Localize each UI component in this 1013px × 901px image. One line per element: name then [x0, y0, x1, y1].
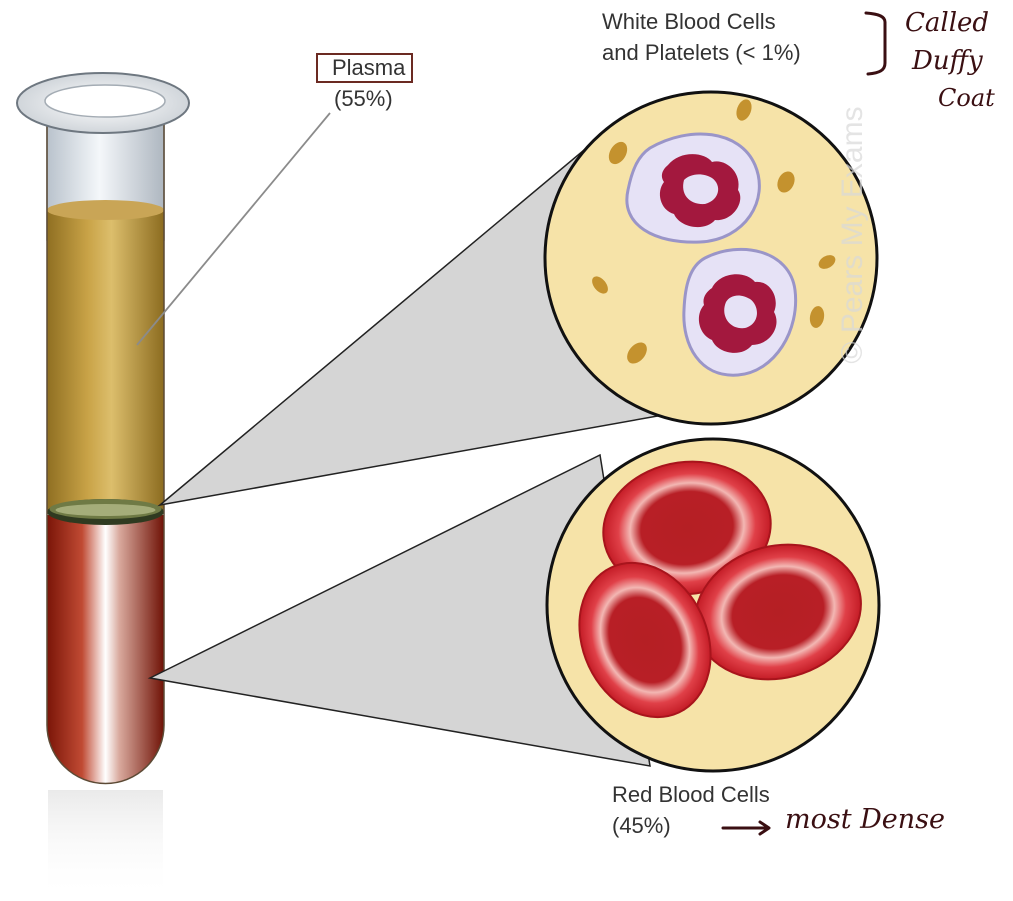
handwritten-most-dense: most Dense — [785, 804, 945, 835]
handwritten-called: Called — [905, 8, 989, 38]
watermark: © Pears My Exams — [836, 106, 869, 363]
rbc-label-line2: (45%) — [612, 810, 770, 841]
tube-rim — [17, 73, 189, 133]
plasma-leader-line — [137, 113, 330, 345]
wbc-label-line1: White Blood Cells — [602, 6, 801, 37]
rbc-label-line1: Red Blood Cells — [612, 779, 770, 810]
rbc-magnified-circle — [547, 439, 879, 771]
buffy-coat-band — [47, 499, 164, 525]
plasma-layer — [47, 200, 164, 510]
handwritten-duffy: Duffy — [912, 46, 983, 76]
rbc-label: Red Blood Cells (45%) — [612, 779, 770, 841]
wbc-label: White Blood Cells and Platelets (< 1%) — [602, 6, 801, 68]
handwritten-coat: Coat — [938, 84, 995, 112]
white-blood-cell — [627, 134, 760, 242]
plasma-title: Plasma — [316, 53, 413, 83]
plasma-label: Plasma (55%) — [316, 52, 413, 114]
wbc-magnified-circle — [545, 92, 877, 424]
plasma-percent: (55%) — [334, 83, 413, 114]
buffy-coat-bracket — [866, 13, 885, 74]
tube-reflection — [48, 790, 163, 900]
wbc-label-line2: and Platelets (< 1%) — [602, 37, 801, 68]
red-cell-layer — [47, 515, 164, 784]
